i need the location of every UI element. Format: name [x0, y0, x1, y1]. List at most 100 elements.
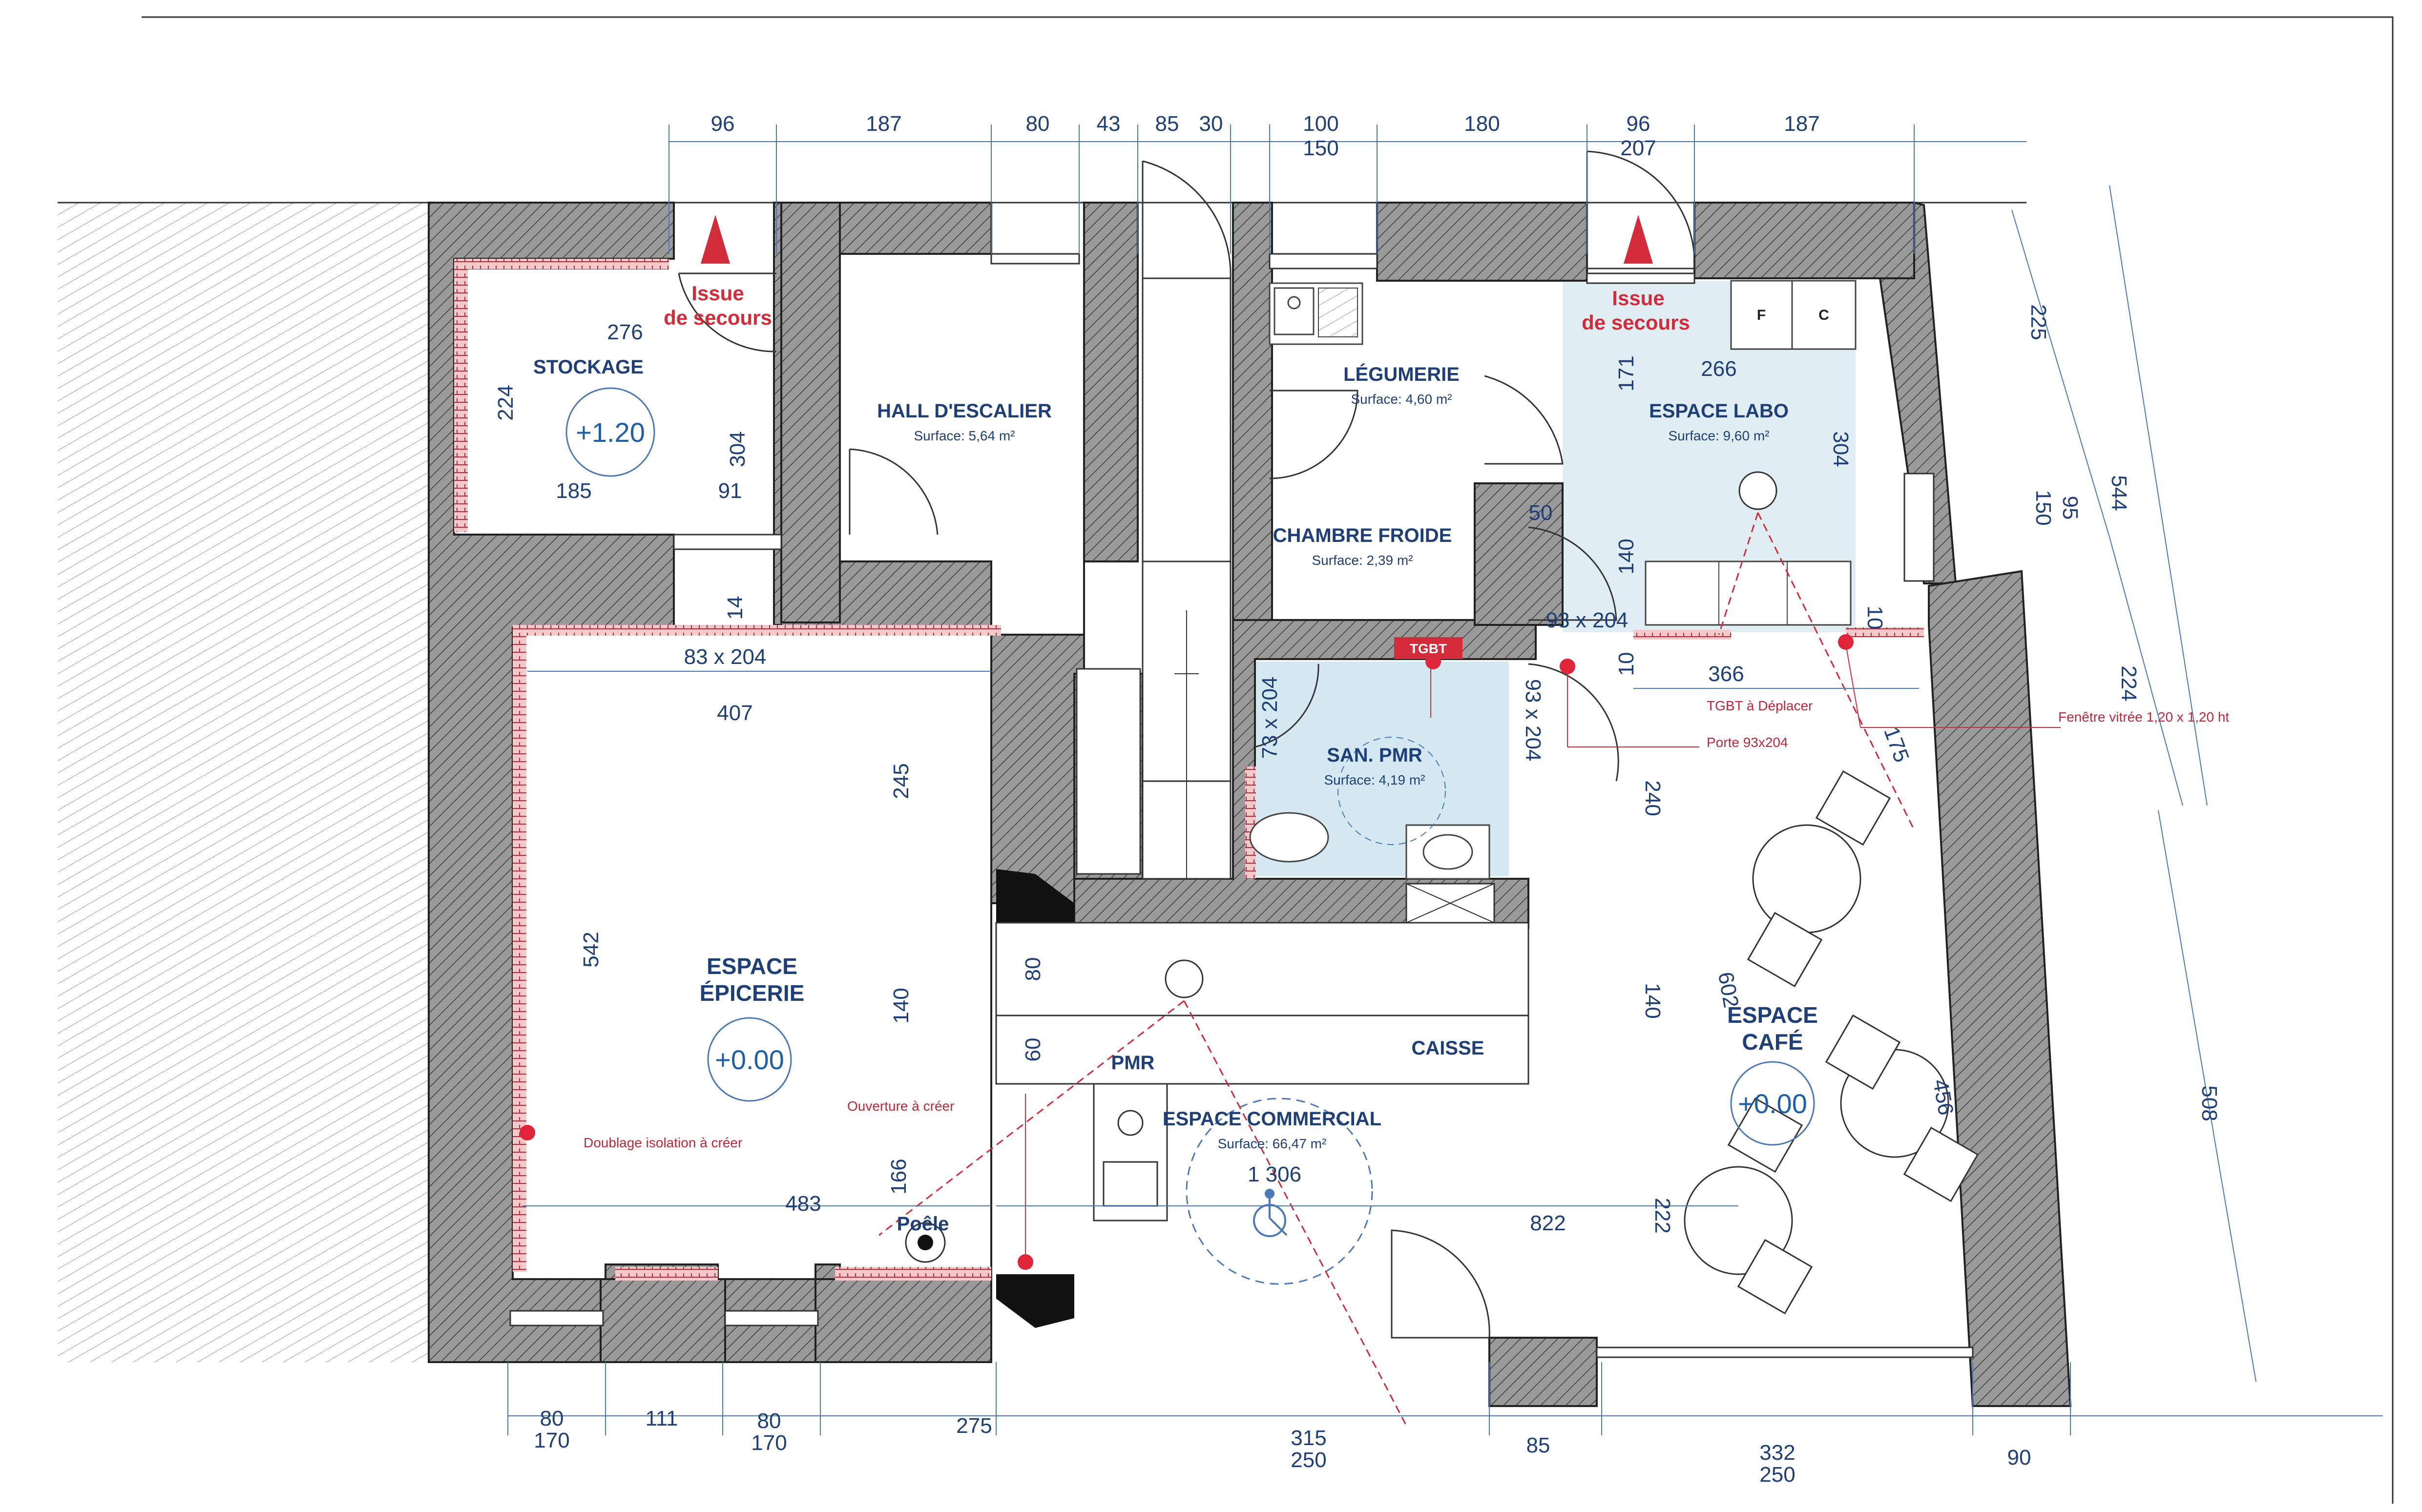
- windows: [509, 253, 1974, 1358]
- dim-int-91: 91: [718, 479, 742, 503]
- dim-bottom-11: 250: [1759, 1463, 1795, 1487]
- dim-top-1: 96: [711, 112, 735, 136]
- room-legumerie: LÉGUMERIE: [1343, 363, 1460, 385]
- level-cafe: +0.00: [1738, 1088, 1807, 1119]
- dim-top-8: 150: [1303, 136, 1338, 160]
- level-stockage: +1.20: [576, 417, 645, 448]
- room-epicerie-1: ESPACE: [707, 953, 797, 979]
- dim-int-10: 10: [1614, 652, 1638, 676]
- bottom-dimensions: 80 170 111 80 170 275 315 250 85 332 250…: [534, 1407, 2031, 1487]
- dim-bottom-10: 332: [1759, 1441, 1795, 1465]
- neighbour-zone: [58, 203, 429, 1362]
- dim-bottom-3: 111: [646, 1407, 678, 1430]
- fridge-c: C: [1818, 307, 1829, 323]
- room-cafe-1: ESPACE: [1727, 1002, 1818, 1028]
- surface-espace-labo: Surface: 9,60 m²: [1669, 428, 1770, 443]
- dim-int-276: 276: [607, 320, 643, 344]
- dim-int-483: 483: [785, 1192, 821, 1216]
- level-epicerie: +0.00: [715, 1044, 784, 1075]
- dim-int-822: 822: [1530, 1211, 1566, 1235]
- emergency-exit-icon: [1624, 215, 1653, 264]
- dim-int-245: 245: [889, 763, 913, 799]
- dim-right-4: 95: [2058, 496, 2082, 520]
- notes: TGBT à Déplacer Porte 93x204 Fenêtre vit…: [584, 698, 2229, 1150]
- column-lower: [996, 1274, 1074, 1328]
- room-san-pmr: SAN. PMR: [1327, 745, 1422, 766]
- issue-1-line1: Issue: [691, 282, 744, 305]
- staircase: [1142, 277, 1232, 880]
- dim-bottom-2: 170: [534, 1429, 569, 1452]
- emergency-labels: Issue de secours Issue de secours: [664, 282, 1690, 334]
- cafe-furniture: [1684, 770, 1979, 1315]
- dim-int-240: 240: [1641, 780, 1665, 816]
- sanitary-fixtures: [1249, 737, 1490, 880]
- wheelchair-icon: [1093, 1083, 1168, 1222]
- dim-int-140c: 140: [1641, 983, 1665, 1018]
- dim-int-73x204: 73 x 204: [1258, 677, 1282, 759]
- dim-int-140b: 140: [1614, 539, 1638, 574]
- dim-int-304b: 304: [1829, 431, 1853, 467]
- dim-bottom-9: 85: [1526, 1433, 1550, 1457]
- dim-bottom-4: 80: [757, 1409, 781, 1433]
- room-commercial: ESPACE COMMERCIAL: [1163, 1108, 1381, 1130]
- dim-int-407: 407: [717, 701, 752, 725]
- surface-commercial: Surface: 66,47 m²: [1218, 1136, 1327, 1151]
- room-cafe-2: CAFÉ: [1742, 1029, 1803, 1055]
- dim-bottom-5: 170: [751, 1431, 787, 1455]
- dim-int-542: 542: [579, 932, 603, 967]
- accessibility-icon: [1253, 1189, 1288, 1237]
- dim-int-80: 80: [1021, 957, 1045, 981]
- issue-2-line2: de secours: [1582, 311, 1690, 334]
- room-labels: STOCKAGE +1.20 HALL D'ESCALIER Surface: …: [533, 356, 1818, 1235]
- person-icon: [1738, 471, 1777, 510]
- person-icon: [1165, 959, 1204, 998]
- dim-int-50: 50: [1529, 501, 1553, 525]
- dim-int-366: 366: [1708, 662, 1744, 686]
- dim-right-5: 224: [2117, 665, 2141, 701]
- dim-int-171: 171: [1614, 355, 1638, 391]
- dim-int-222: 222: [1650, 1198, 1674, 1233]
- label-poele: Poêle: [897, 1213, 949, 1235]
- dim-int-10b: 10: [1863, 606, 1887, 630]
- level-marker: [565, 387, 655, 477]
- dim-int-166: 166: [887, 1159, 911, 1194]
- dim-right-6: 508: [2197, 1085, 2221, 1121]
- dim-int-14: 14: [723, 596, 747, 620]
- dim-int-83x204: 83 x 204: [684, 645, 767, 669]
- top-dimensions: 96 187 80 43 85 30 100 150 180 96 207 18…: [711, 112, 1820, 160]
- note-tgbt: TGBT à Déplacer: [1707, 698, 1813, 713]
- dim-top-7: 100: [1303, 112, 1338, 136]
- dim-top-9: 180: [1464, 112, 1500, 136]
- dim-top-3: 80: [1026, 112, 1050, 136]
- right-dimensions: 225 544 150 95 224 508: [2026, 304, 2221, 1121]
- issue-2-line1: Issue: [1612, 287, 1664, 310]
- dim-int-60: 60: [1021, 1038, 1045, 1062]
- room-chambre-froide: CHAMBRE FROIDE: [1273, 525, 1452, 546]
- dim-top-2: 187: [866, 112, 901, 136]
- dim-right-2: 544: [2107, 475, 2131, 511]
- note-fenetre: Fenêtre vitrée 1,20 x 1,20 ht: [2058, 709, 2229, 725]
- dim-bottom-8: 250: [1291, 1448, 1326, 1472]
- counter-area: [995, 922, 1529, 1016]
- dim-bottom-12: 90: [2007, 1446, 2031, 1470]
- dim-int-224: 224: [494, 385, 518, 420]
- tgbt-box: [1394, 637, 1462, 659]
- room-hall: HALL D'ESCALIER: [877, 400, 1052, 422]
- surface-san-pmr: Surface: 4,19 m²: [1324, 772, 1425, 787]
- dim-bottom-7: 315: [1291, 1426, 1326, 1450]
- surface-chambre-froide: Surface: 2,39 m²: [1312, 553, 1413, 568]
- tgbt-label: TGBT: [1410, 641, 1447, 656]
- room-epicerie-2: ÉPICERIE: [700, 980, 805, 1006]
- dim-top-6: 30: [1199, 112, 1223, 136]
- level-marker: [707, 1017, 792, 1102]
- doors: [678, 150, 1695, 1339]
- room-espace-labo: ESPACE LABO: [1649, 400, 1789, 422]
- sightlines: [878, 512, 1915, 1426]
- issue-1-line2: de secours: [664, 306, 772, 329]
- dim-int-93x204: 93 x 204: [1546, 608, 1629, 632]
- insulation-doubling: [454, 259, 1924, 1281]
- label-caisse: CAISSE: [1412, 1037, 1484, 1059]
- surface-legumerie: Surface: 4,60 m²: [1351, 392, 1452, 407]
- dim-top-10: 96: [1627, 112, 1650, 136]
